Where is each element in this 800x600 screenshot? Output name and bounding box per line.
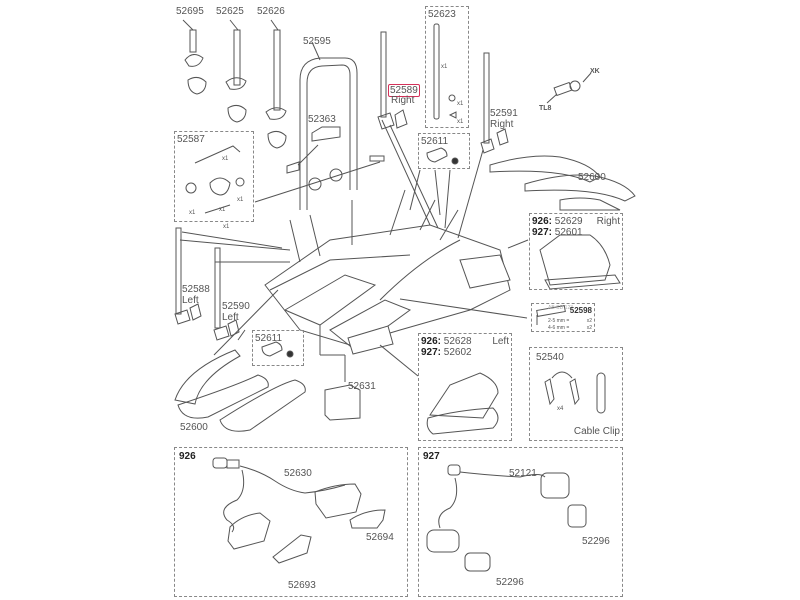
qty-label: x1	[457, 119, 464, 125]
part-label-52296: 52296	[496, 577, 524, 588]
part-label-52600-bottom: 52600	[180, 422, 208, 433]
box-52598: AB CD 123 52598 2-5 mm = 4-6 mm = x2 x2	[531, 303, 595, 332]
bolt-assembly-drawing	[254, 155, 385, 203]
box-52611-bottom: 52611	[252, 330, 304, 366]
box-lamp-right: 926: 52629 927: 52601 Right	[529, 213, 623, 290]
box-52587: 52587 x1 x1 x1 x1 x1	[174, 131, 254, 230]
part-label-52296: 52296	[582, 536, 610, 547]
socket-52631-drawing	[324, 384, 361, 421]
part-side-52589: Right	[391, 95, 415, 106]
qty-label: x1	[219, 207, 226, 213]
harness-927-drawing	[426, 464, 587, 572]
lamp-left-drawing	[426, 372, 499, 435]
hardware-kit-drawing	[185, 145, 245, 214]
wheel-holders-left-drawing	[174, 349, 306, 432]
arm-52590-drawing	[213, 247, 240, 341]
part-label-52626: 52626	[257, 6, 285, 17]
cable-clip-caption: Cable Clip	[573, 426, 620, 437]
box-926-harness: 926 52630 52694 52693	[174, 447, 408, 597]
end-cap-52611-bottom-drawing	[261, 341, 294, 358]
box-927-harness: 927 52121 52296 52296	[418, 447, 623, 597]
qty-label: x2	[586, 325, 592, 331]
part-label-52600-top: 52600	[578, 172, 606, 183]
side-label-right: Right	[596, 216, 620, 227]
part-label-52628: 52628	[443, 336, 472, 347]
qty-label: x1	[222, 156, 229, 162]
part-label-52587: 52587	[177, 134, 205, 145]
part-label-52598: 52598	[569, 306, 592, 315]
clamp-52363-drawing	[286, 126, 341, 174]
qty-label: x1	[441, 64, 448, 70]
rack-body-drawing	[264, 189, 511, 355]
arm-52589-drawing	[377, 31, 408, 130]
part-label-52540: 52540	[536, 352, 564, 363]
frame-52595-drawing	[299, 41, 358, 210]
box-52623: 52623 x1 x1 x1	[425, 6, 469, 128]
part-label-52625: 52625	[216, 6, 244, 17]
spacer-4-6mm: 4-6 mm =	[548, 325, 570, 331]
part-label-52602: 52602	[443, 347, 472, 358]
model-927-label: 927:	[421, 347, 442, 358]
arm-52591-drawing	[480, 52, 509, 154]
model-927-label: 927:	[532, 227, 553, 238]
part-label-52631: 52631	[348, 381, 376, 392]
part-label-52630: 52630	[284, 468, 312, 479]
part-label-52589[interactable]: 52589	[388, 84, 420, 97]
qty-label: x4	[557, 406, 564, 412]
part-side-52588: Left	[182, 295, 199, 306]
key-label-tl8: TL8	[539, 105, 552, 112]
leader-lines	[179, 119, 529, 382]
box-52540: 52540 x4 Cable Clip	[529, 347, 623, 441]
part-side-52591: Right	[490, 119, 514, 130]
number-plate-drawing	[536, 305, 566, 325]
strap-52623-drawing	[433, 23, 457, 120]
part-label-52601: 52601	[554, 227, 583, 238]
qty-label: x1	[457, 101, 464, 107]
part-label-52629: 52629	[554, 216, 583, 227]
box-lamp-left: 926: 52628 927: 52602 Left	[418, 333, 512, 441]
spacer-2-5mm: 2-5 mm =	[548, 318, 570, 324]
part-label-52611: 52611	[255, 333, 283, 344]
part-label-52591: 52591	[490, 108, 518, 119]
model-926-label: 926:	[421, 336, 442, 347]
arm-52588-drawing	[174, 227, 202, 325]
part-label-52611: 52611	[421, 136, 449, 147]
qty-label: x2	[586, 318, 592, 324]
end-cap-52611-drawing	[426, 147, 459, 165]
cable-clip-drawing	[544, 371, 606, 414]
part-label-52694: 52694	[366, 532, 394, 543]
key-label-xk: XK	[590, 68, 600, 75]
lamp-right-drawing	[539, 234, 621, 290]
part-label-52595: 52595	[303, 36, 331, 47]
qty-label: x1	[223, 224, 230, 230]
wheel-holders-right-drawing	[489, 155, 636, 211]
part-label-52590: 52590	[222, 301, 250, 312]
part-label-52588: 52588	[182, 284, 210, 295]
plate-text: AB CD 123	[548, 305, 574, 311]
part-label-52695: 52695	[176, 6, 204, 17]
part-label-52693: 52693	[288, 580, 316, 591]
arm-52626-drawing	[265, 19, 287, 149]
key-drawing	[546, 72, 592, 104]
box-52611-top: 52611	[418, 133, 470, 169]
harness-926-drawing	[212, 457, 386, 564]
side-label-left: Left	[492, 336, 509, 347]
arm-52625-drawing	[225, 19, 247, 123]
arm-52695-drawing	[182, 19, 207, 95]
part-label-52363: 52363	[308, 114, 336, 125]
model-926-label: 926	[179, 451, 196, 462]
part-label-52623: 52623	[428, 9, 456, 20]
model-926-label: 926:	[532, 216, 553, 227]
qty-label: x1	[189, 210, 196, 216]
model-927-label: 927	[423, 451, 440, 462]
part-side-52590: Left	[222, 312, 239, 323]
qty-label: x1	[237, 197, 244, 203]
part-label-52121: 52121	[509, 468, 537, 479]
